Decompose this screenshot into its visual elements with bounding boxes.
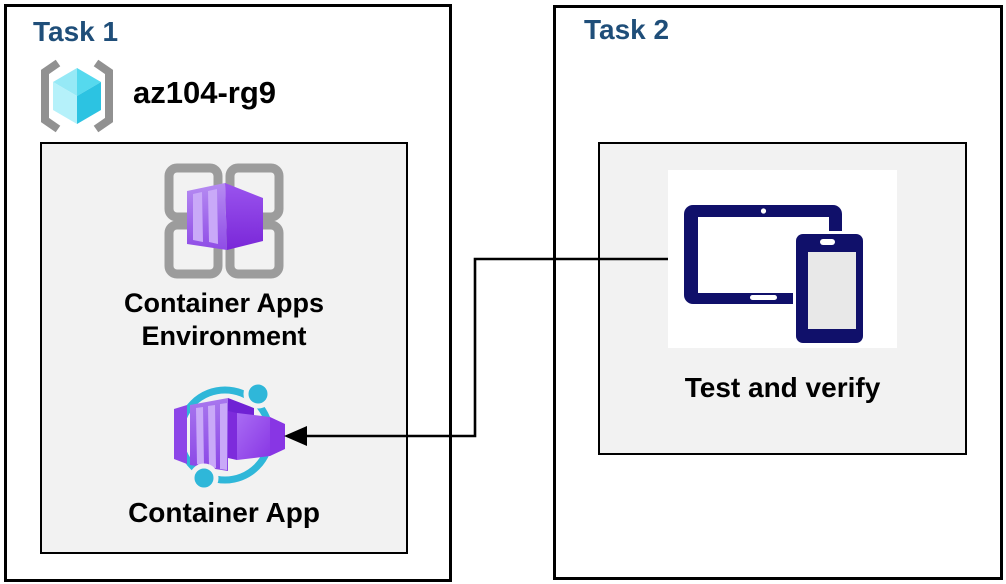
env-label-line2: Environment bbox=[141, 321, 307, 351]
phone bbox=[793, 231, 869, 346]
purple-container bbox=[187, 183, 263, 250]
cyan-cube bbox=[53, 68, 101, 124]
container-app-icon bbox=[174, 379, 285, 493]
env-label-line1: Container Apps bbox=[123, 288, 324, 318]
tablet-and-phone-icon bbox=[684, 205, 869, 346]
resource-group-name: az104-rg9 bbox=[133, 75, 277, 110]
teal-dot-top bbox=[243, 379, 273, 409]
container-apps-environment-icon bbox=[164, 163, 284, 279]
container-app-label: Container App bbox=[128, 497, 320, 528]
devices-card bbox=[668, 170, 897, 348]
test-and-verify-label: Test and verify bbox=[684, 372, 881, 403]
right-bracket bbox=[93, 59, 113, 133]
task2-title: Task 2 bbox=[584, 14, 670, 45]
resource-group-icon bbox=[41, 59, 113, 133]
purple-containers bbox=[174, 398, 285, 471]
teal-dot-bottom bbox=[189, 463, 219, 493]
task1-title: Task 1 bbox=[33, 16, 119, 47]
left-bracket bbox=[41, 59, 61, 133]
container-apps-environment-label: Container Apps Environment bbox=[40, 287, 408, 353]
